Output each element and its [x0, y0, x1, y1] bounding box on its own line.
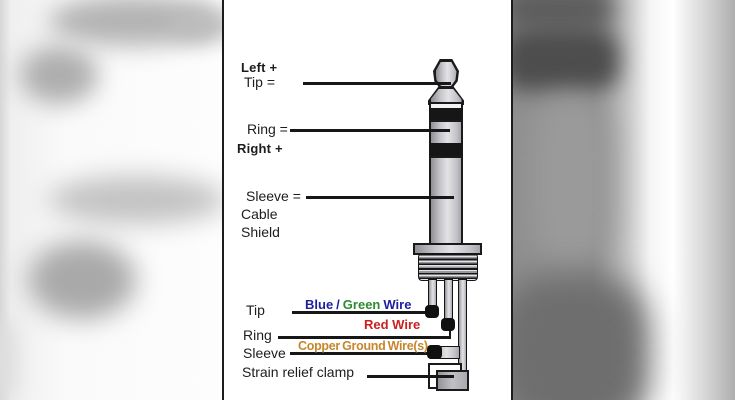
label-ring: Ring: [243, 327, 272, 343]
blur-blob: [513, 0, 613, 32]
plug-thread-section: [418, 253, 478, 281]
blurred-backdrop-right: [513, 0, 735, 400]
blurred-backdrop-left: [0, 0, 222, 400]
plug-tip-neck-surface: [430, 88, 462, 103]
strain-relief-clamp: [436, 370, 469, 391]
blur-blob: [513, 28, 619, 92]
tip-solder-joint: [425, 305, 439, 318]
label-ring-equals: Ring =: [247, 121, 288, 137]
label-tip: Tip: [246, 302, 265, 318]
insulator-band-black-lower: [429, 143, 463, 158]
sleeve-solder-joint: [427, 345, 442, 359]
label-left-plus: Left +: [241, 60, 278, 75]
ring-solder-joint: [441, 318, 455, 331]
blur-blob: [531, 96, 611, 266]
sleeve-wire-line: [290, 352, 433, 355]
label-tip-equals: Tip =: [244, 74, 275, 90]
sleeve-callout-line: [306, 196, 454, 199]
blur-blob: [168, 8, 222, 42]
plug-tip-neck: [428, 86, 464, 105]
green-wire-text: Green: [342, 297, 381, 312]
wire-suffix-text: Wire: [383, 297, 412, 312]
blue-wire-text: Blue: [305, 297, 334, 312]
plug-tip-surface: [435, 61, 457, 87]
label-sleeve: Sleeve: [243, 345, 286, 361]
label-cable: Cable: [241, 206, 278, 222]
strain-relief-line: [367, 375, 454, 378]
plug-ring-band: [429, 120, 463, 145]
label-red-wire: Red Wire: [364, 317, 421, 332]
tip-wire-line: [292, 311, 432, 314]
label-sleeve-equals: Sleeve =: [246, 188, 301, 204]
ring-callout-line: [290, 129, 450, 132]
ring-wire-line: [278, 336, 451, 339]
label-copper-ground-wire: Copper Ground Wire(s): [298, 339, 428, 353]
blur-blob: [28, 241, 136, 319]
tip-callout-line: [303, 82, 451, 85]
wiring-diagram-panel: Left + Tip = Ring = Right + Sleeve = Cab…: [222, 0, 513, 400]
wire-separator: /: [336, 297, 340, 312]
blur-blob: [20, 46, 98, 104]
plug-sleeve-shaft: [429, 156, 463, 246]
plug-tip: [433, 59, 459, 89]
blur-blob: [48, 176, 222, 224]
blur-blob: [513, 276, 649, 400]
ring-wire-jog: [448, 326, 451, 338]
insulator-band-black-upper: [429, 108, 463, 122]
label-right-plus: Right +: [237, 141, 283, 156]
label-strain-relief-clamp: Strain relief clamp: [242, 364, 355, 380]
label-shield: Shield: [241, 224, 280, 240]
blur-blob: [0, 316, 18, 400]
